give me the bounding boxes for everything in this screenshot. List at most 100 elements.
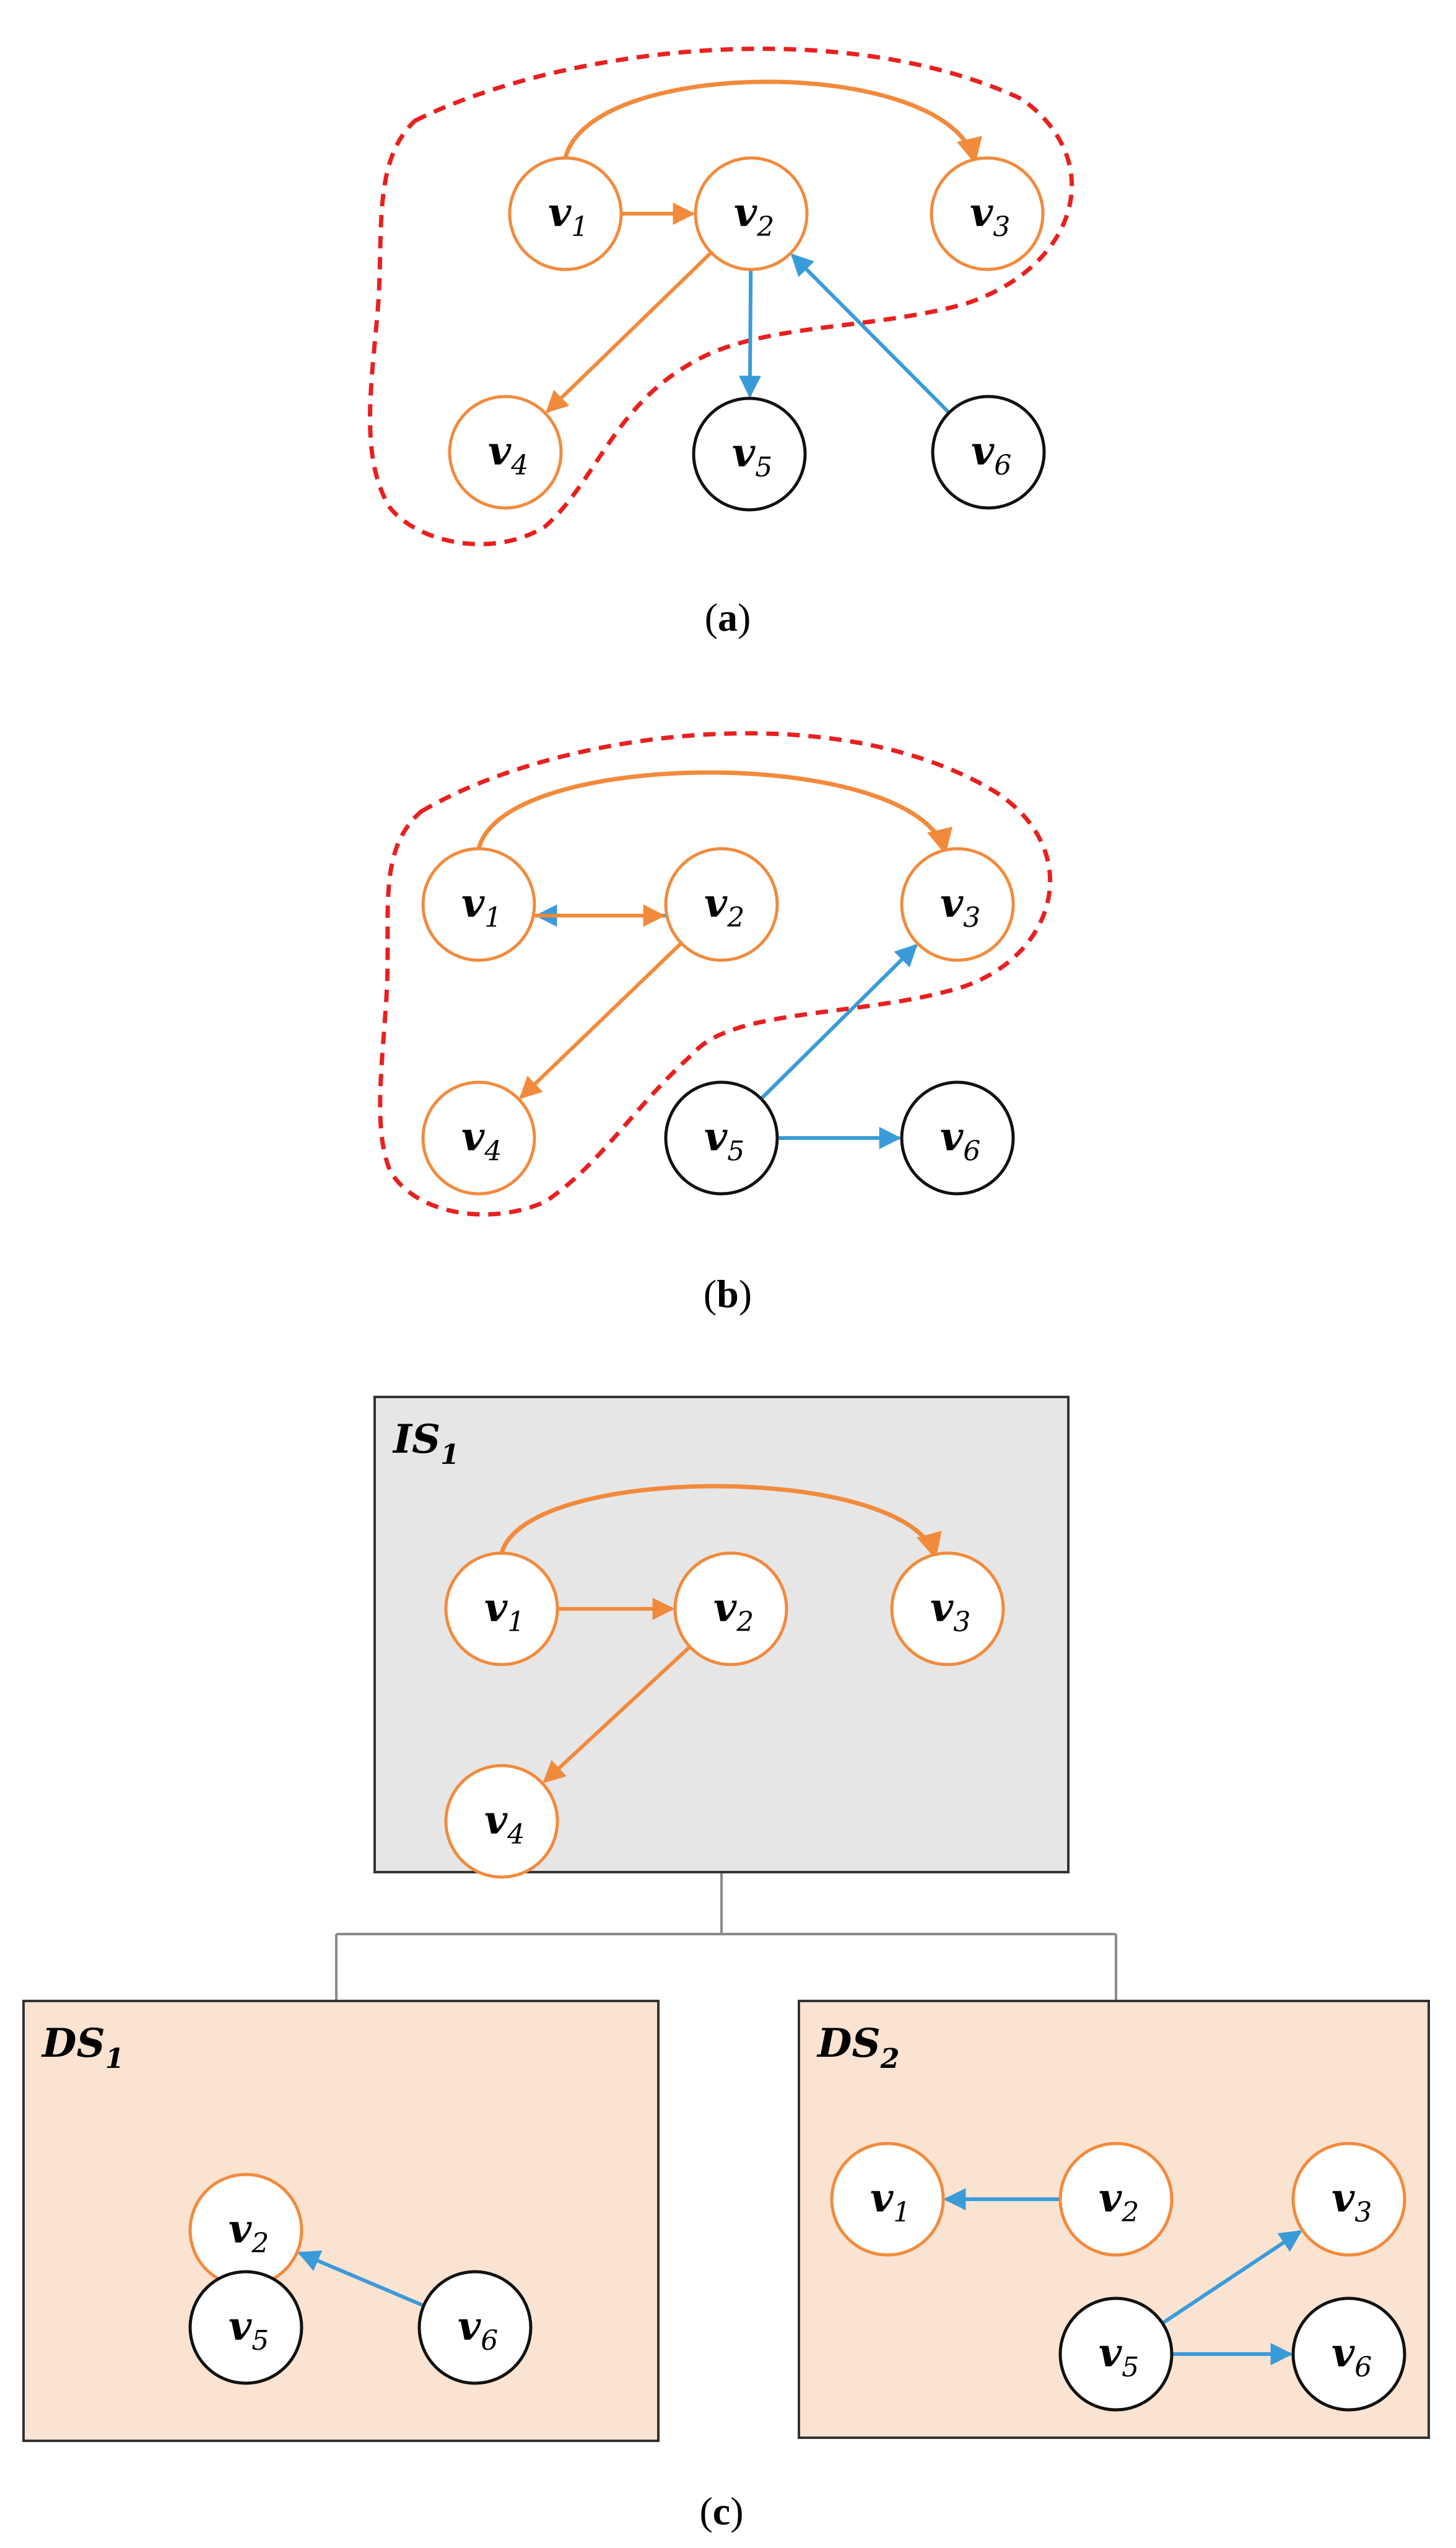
caption-a: (a): [705, 595, 751, 639]
edge-v1-to-v3: [499, 1484, 942, 1560]
node-label-v1: v1: [870, 2175, 910, 2228]
node-label-v2: v2: [1099, 2175, 1139, 2228]
tree-connectors: [335, 1872, 1117, 2001]
node-v5: v5: [692, 396, 807, 512]
subgraph-boundary-b: [378, 731, 1052, 1217]
node-v5: v5: [1058, 2296, 1174, 2412]
node-v5: v5: [664, 1080, 779, 1196]
node-v4: v4: [421, 1080, 536, 1196]
edges-group-c-ds2: [943, 2188, 1302, 2365]
node-circle-v1: [421, 847, 536, 962]
node-v3: v3: [890, 1551, 1005, 1666]
node-v5: v5: [188, 2270, 303, 2385]
node-circle-v1: [444, 1551, 559, 1666]
edge-v6-to-v2: [790, 253, 951, 414]
node-label-v6: v6: [940, 1114, 980, 1167]
node-label-v5: v5: [229, 2303, 269, 2357]
node-v6: v6: [931, 395, 1046, 510]
node-label-v5: v5: [732, 430, 772, 483]
edge-v2-to-v4: [545, 251, 713, 414]
ds1-box-title: DS1: [41, 2020, 124, 2075]
edges-group-c-is: [499, 1484, 942, 1784]
node-label-v5: v5: [1099, 2330, 1139, 2383]
node-v1: v1: [421, 847, 536, 962]
node-v3: v3: [900, 847, 1015, 962]
ds2-box-title: DS2: [816, 2020, 899, 2075]
node-circle-v2: [664, 847, 779, 962]
node-v6: v6: [417, 2270, 533, 2385]
node-v1: v1: [444, 1551, 559, 1666]
node-v1: v1: [508, 156, 623, 271]
node-label-v2: v2: [734, 190, 774, 243]
node-circle-v6: [931, 395, 1046, 510]
node-circle-v5: [1058, 2296, 1174, 2412]
node-v4: v4: [444, 1764, 559, 1879]
node-v3: v3: [1291, 2142, 1406, 2257]
node-label-v3: v3: [940, 880, 980, 934]
edge-v1-to-v3: [476, 770, 953, 856]
edge-v2-to-v4: [519, 942, 683, 1100]
caption-c: (c): [699, 2489, 743, 2533]
node-v2: v2: [673, 1551, 788, 1666]
node-circle-v3: [900, 847, 1015, 962]
edge-v2-to-v4: [543, 1645, 692, 1784]
node-circle-v2: [673, 1551, 788, 1666]
caption-c-letter: c: [713, 2489, 730, 2533]
node-circle-v5: [692, 396, 807, 512]
node-v2: v2: [188, 2173, 303, 2288]
node-label-v5: v5: [704, 1114, 744, 1167]
caption-b: (b): [704, 1272, 752, 1316]
node-label-v1: v1: [484, 1585, 525, 1638]
panel-a: v1 v2 v3 v4 v5 v6 (a): [368, 46, 1075, 639]
node-circle-v2: [1058, 2142, 1174, 2257]
node-label-v3: v3: [930, 1585, 970, 1638]
node-v2: v2: [694, 156, 809, 271]
ds1-box: [22, 2000, 660, 2442]
node-circle-v5: [664, 1080, 779, 1196]
edges-group-a: [545, 79, 982, 414]
nodes-group-c-ds2: v1 v2 v3 v5 v6: [830, 2142, 1406, 2412]
node-label-v6: v6: [971, 428, 1011, 481]
node-v1: v1: [830, 2142, 945, 2257]
node-v3: v3: [930, 156, 1045, 271]
node-label-v1: v1: [461, 880, 502, 934]
subgraph-boundary-a: [368, 46, 1075, 546]
node-v2: v2: [664, 847, 779, 962]
node-circle-v1: [830, 2142, 945, 2257]
node-label-v6: v6: [1332, 2330, 1372, 2383]
node-label-v3: v3: [970, 190, 1010, 243]
edge-v5-to-v3: [759, 943, 918, 1100]
edges-group-b: [476, 770, 953, 1149]
caption-b-letter: b: [717, 1272, 739, 1316]
node-label-v4: v4: [484, 1797, 525, 1850]
node-circle-v2: [694, 156, 809, 271]
node-v4: v4: [448, 395, 563, 510]
nodes-group-c-is: v1 v2 v3 v4: [444, 1551, 1005, 1879]
nodes-group-b: v1 v2 v3 v4 v5 v6: [421, 847, 1015, 1196]
nodes-group-a: v1 v2 v3 v4 v5 v6: [448, 156, 1046, 512]
node-circle-v4: [444, 1764, 559, 1879]
edge-v2-to-v5: [738, 269, 761, 398]
node-label-v2: v2: [229, 2206, 269, 2259]
node-v2: v2: [1058, 2142, 1174, 2257]
node-circle-v4: [448, 395, 563, 510]
node-label-v4: v4: [461, 1114, 502, 1167]
caption-a-letter: a: [718, 595, 738, 639]
node-v6: v6: [1291, 2296, 1406, 2412]
nodes-group-c-ds1: v2 v5 v6: [188, 2173, 533, 2385]
node-label-v2: v2: [704, 880, 744, 934]
node-circle-v6: [417, 2270, 533, 2385]
node-label-v3: v3: [1332, 2175, 1372, 2228]
edge-v6-to-v2: [297, 2250, 425, 2308]
node-circle-v6: [1291, 2296, 1406, 2412]
node-label-v1: v1: [548, 190, 588, 243]
node-circle-v6: [900, 1080, 1015, 1196]
node-circle-v3: [930, 156, 1045, 271]
node-circle-v1: [508, 156, 623, 271]
node-label-v2: v2: [713, 1585, 754, 1638]
node-circle-v5: [188, 2270, 303, 2385]
edge-v5-to-v3: [1161, 2230, 1302, 2325]
node-circle-v3: [890, 1551, 1005, 1666]
